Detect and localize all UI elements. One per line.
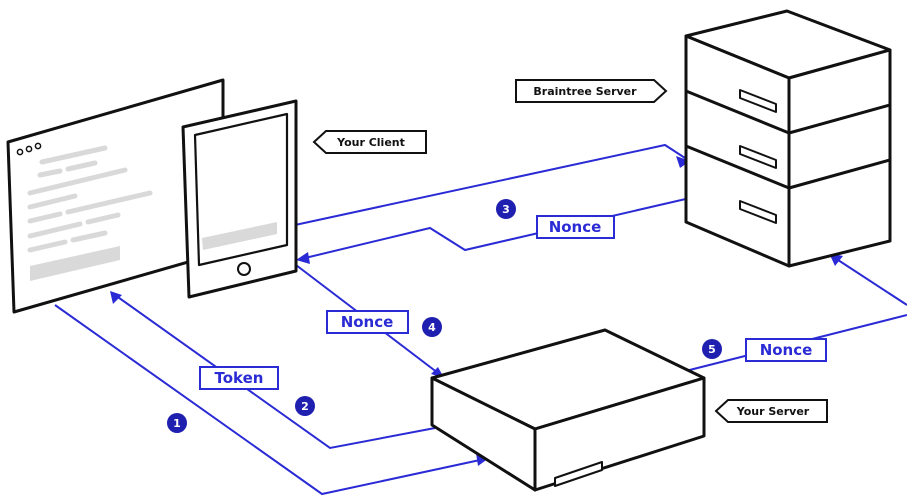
tablet-device [181, 99, 298, 299]
callout-your-client: Your Client [312, 130, 427, 154]
callout-your-server: Your Server [714, 399, 828, 423]
callout-braintree-server: Braintree Server [515, 79, 668, 103]
step-badge-1: 1 [167, 413, 187, 433]
tablet-home-button [237, 262, 251, 276]
step-number: 2 [301, 400, 309, 413]
placeholder-line [65, 160, 98, 172]
rack-front [684, 34, 791, 268]
step-badge-circle [702, 339, 722, 359]
placeholder-line [70, 230, 108, 243]
placeholder-button-block [30, 246, 120, 281]
nonce-tag-step3: Nonce [536, 215, 615, 239]
callout-shape [312, 130, 427, 154]
placeholder-line [39, 145, 108, 165]
callout-shape [714, 399, 828, 423]
tag-label: Nonce [760, 341, 813, 359]
flow-line-2 [114, 294, 436, 450]
server-drive-slot [554, 461, 603, 487]
step-badge-2: 2 [295, 396, 315, 416]
rack-divider [788, 103, 891, 135]
rack-divider [788, 158, 891, 190]
tablet-placeholder-block [202, 222, 277, 250]
step-badge-circle [295, 396, 315, 416]
step-number: 5 [708, 343, 716, 356]
window-control-dot [16, 148, 24, 156]
token-tag: Token [199, 366, 279, 390]
server-box-front [430, 376, 537, 492]
step-badge-circle [167, 413, 187, 433]
placeholder-line [27, 167, 128, 196]
arrow-head-2 [110, 291, 122, 304]
arrow-head-3b [296, 252, 310, 264]
nonce-tag-step4: Nonce [326, 310, 409, 334]
step-number: 3 [502, 203, 510, 216]
rack-divider [685, 89, 790, 135]
window-control-dot [25, 145, 33, 153]
placeholder-line [85, 212, 121, 225]
step-badge-4: 4 [422, 317, 442, 337]
tag-box [536, 215, 615, 239]
step-badge-circle [496, 199, 516, 219]
browser-window [6, 78, 225, 314]
your-server-box [430, 328, 706, 492]
placeholder-text-lines [27, 145, 153, 253]
placeholder-line [27, 221, 83, 239]
tag-box [199, 366, 279, 390]
flow-line-3a [294, 143, 686, 226]
step-badge-5: 5 [702, 339, 722, 359]
step-badge-circle [422, 317, 442, 337]
placeholder-line [37, 168, 63, 178]
drive-slot [739, 89, 777, 113]
step-number: 1 [173, 417, 181, 430]
tag-box [326, 310, 409, 334]
window-control-dot [34, 142, 42, 150]
callout-label: Your Client [336, 136, 405, 149]
nonce-tag-step5: Nonce [745, 338, 827, 362]
tag-label: Nonce [341, 313, 394, 331]
placeholder-line [27, 211, 63, 224]
callout-shape [515, 79, 668, 103]
placeholder-line [27, 239, 68, 253]
callout-label: Braintree Server [533, 85, 637, 98]
tag-box [745, 338, 827, 362]
drive-slot [739, 200, 777, 224]
callout-label: Your Server [736, 405, 810, 418]
placeholder-line [27, 193, 78, 210]
placeholder-line [65, 190, 153, 215]
arrow-head-3a [676, 156, 690, 168]
tag-label: Nonce [549, 218, 602, 236]
tag-label: Token [215, 369, 264, 387]
flow-line-1 [54, 304, 481, 496]
rack-side [787, 48, 892, 268]
drive-slot [739, 145, 777, 169]
rack-divider [685, 144, 790, 190]
braintree-server-rack [684, 9, 892, 268]
flow-line-5b [834, 257, 907, 306]
step-badge-3: 3 [496, 199, 516, 219]
step-number: 4 [428, 321, 436, 334]
